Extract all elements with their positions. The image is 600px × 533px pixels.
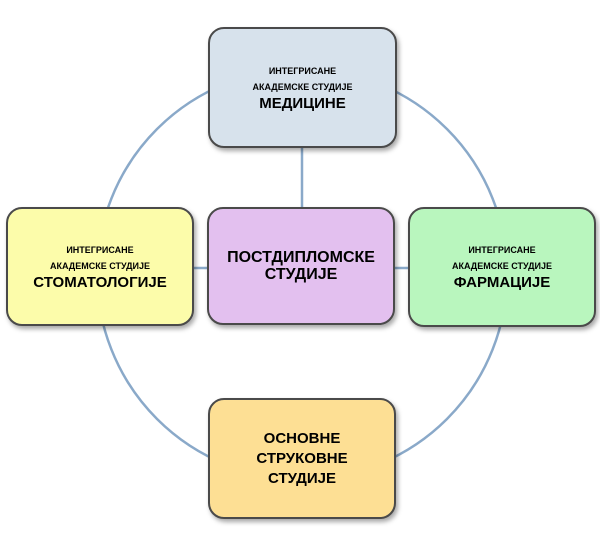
node-pharmacy: ИНТЕГРИСАНЕ АКАДЕМСКЕ СТУДИЈЕ ФАРМАЦИЈЕ — [408, 207, 596, 327]
node-medicine-line1: ИНТЕГРИСАНЕ — [268, 65, 337, 76]
node-postgraduate-title2: СТУДИЈЕ — [264, 266, 338, 283]
node-postgraduate: ПОСТДИПЛОМСКЕ СТУДИЈЕ — [207, 207, 395, 325]
node-pharmacy-line1: ИНТЕГРИСАНЕ — [468, 245, 536, 255]
node-medicine: ИНТЕГРИСАНЕ АКАДЕМСКЕ СТУДИЈЕ МЕДИЦИНЕ — [208, 27, 397, 148]
node-vocational-title3: СТУДИЈЕ — [267, 469, 336, 487]
node-postgraduate-title1: ПОСТДИПЛОМСКЕ — [227, 249, 375, 266]
node-vocational-title1: ОСНОВНЕ — [263, 429, 341, 447]
node-medicine-title: МЕДИЦИНЕ — [259, 94, 346, 112]
node-dentistry-line2: АКАДЕМСКЕ СТУДИЈЕ — [49, 260, 151, 271]
node-dentistry-title: СТОМАТОЛОГИЈЕ — [33, 273, 167, 291]
node-vocational-title2: СТРУКОВНЕ — [256, 449, 348, 467]
node-medicine-line2: АКАДЕМСКЕ СТУДИЈЕ — [252, 81, 353, 92]
node-dentistry-line1: ИНТЕГРИСАНЕ — [66, 244, 134, 255]
node-vocational: ОСНОВНЕ СТРУКОВНЕ СТУДИЈЕ — [208, 398, 396, 519]
node-dentistry: ИНТЕГРИСАНЕ АКАДЕМСКЕ СТУДИЈЕ СТОМАТОЛОГ… — [6, 207, 194, 326]
node-pharmacy-title: ФАРМАЦИЈЕ — [453, 274, 551, 291]
node-pharmacy-line2: АКАДЕМСКЕ СТУДИЈЕ — [451, 261, 553, 271]
